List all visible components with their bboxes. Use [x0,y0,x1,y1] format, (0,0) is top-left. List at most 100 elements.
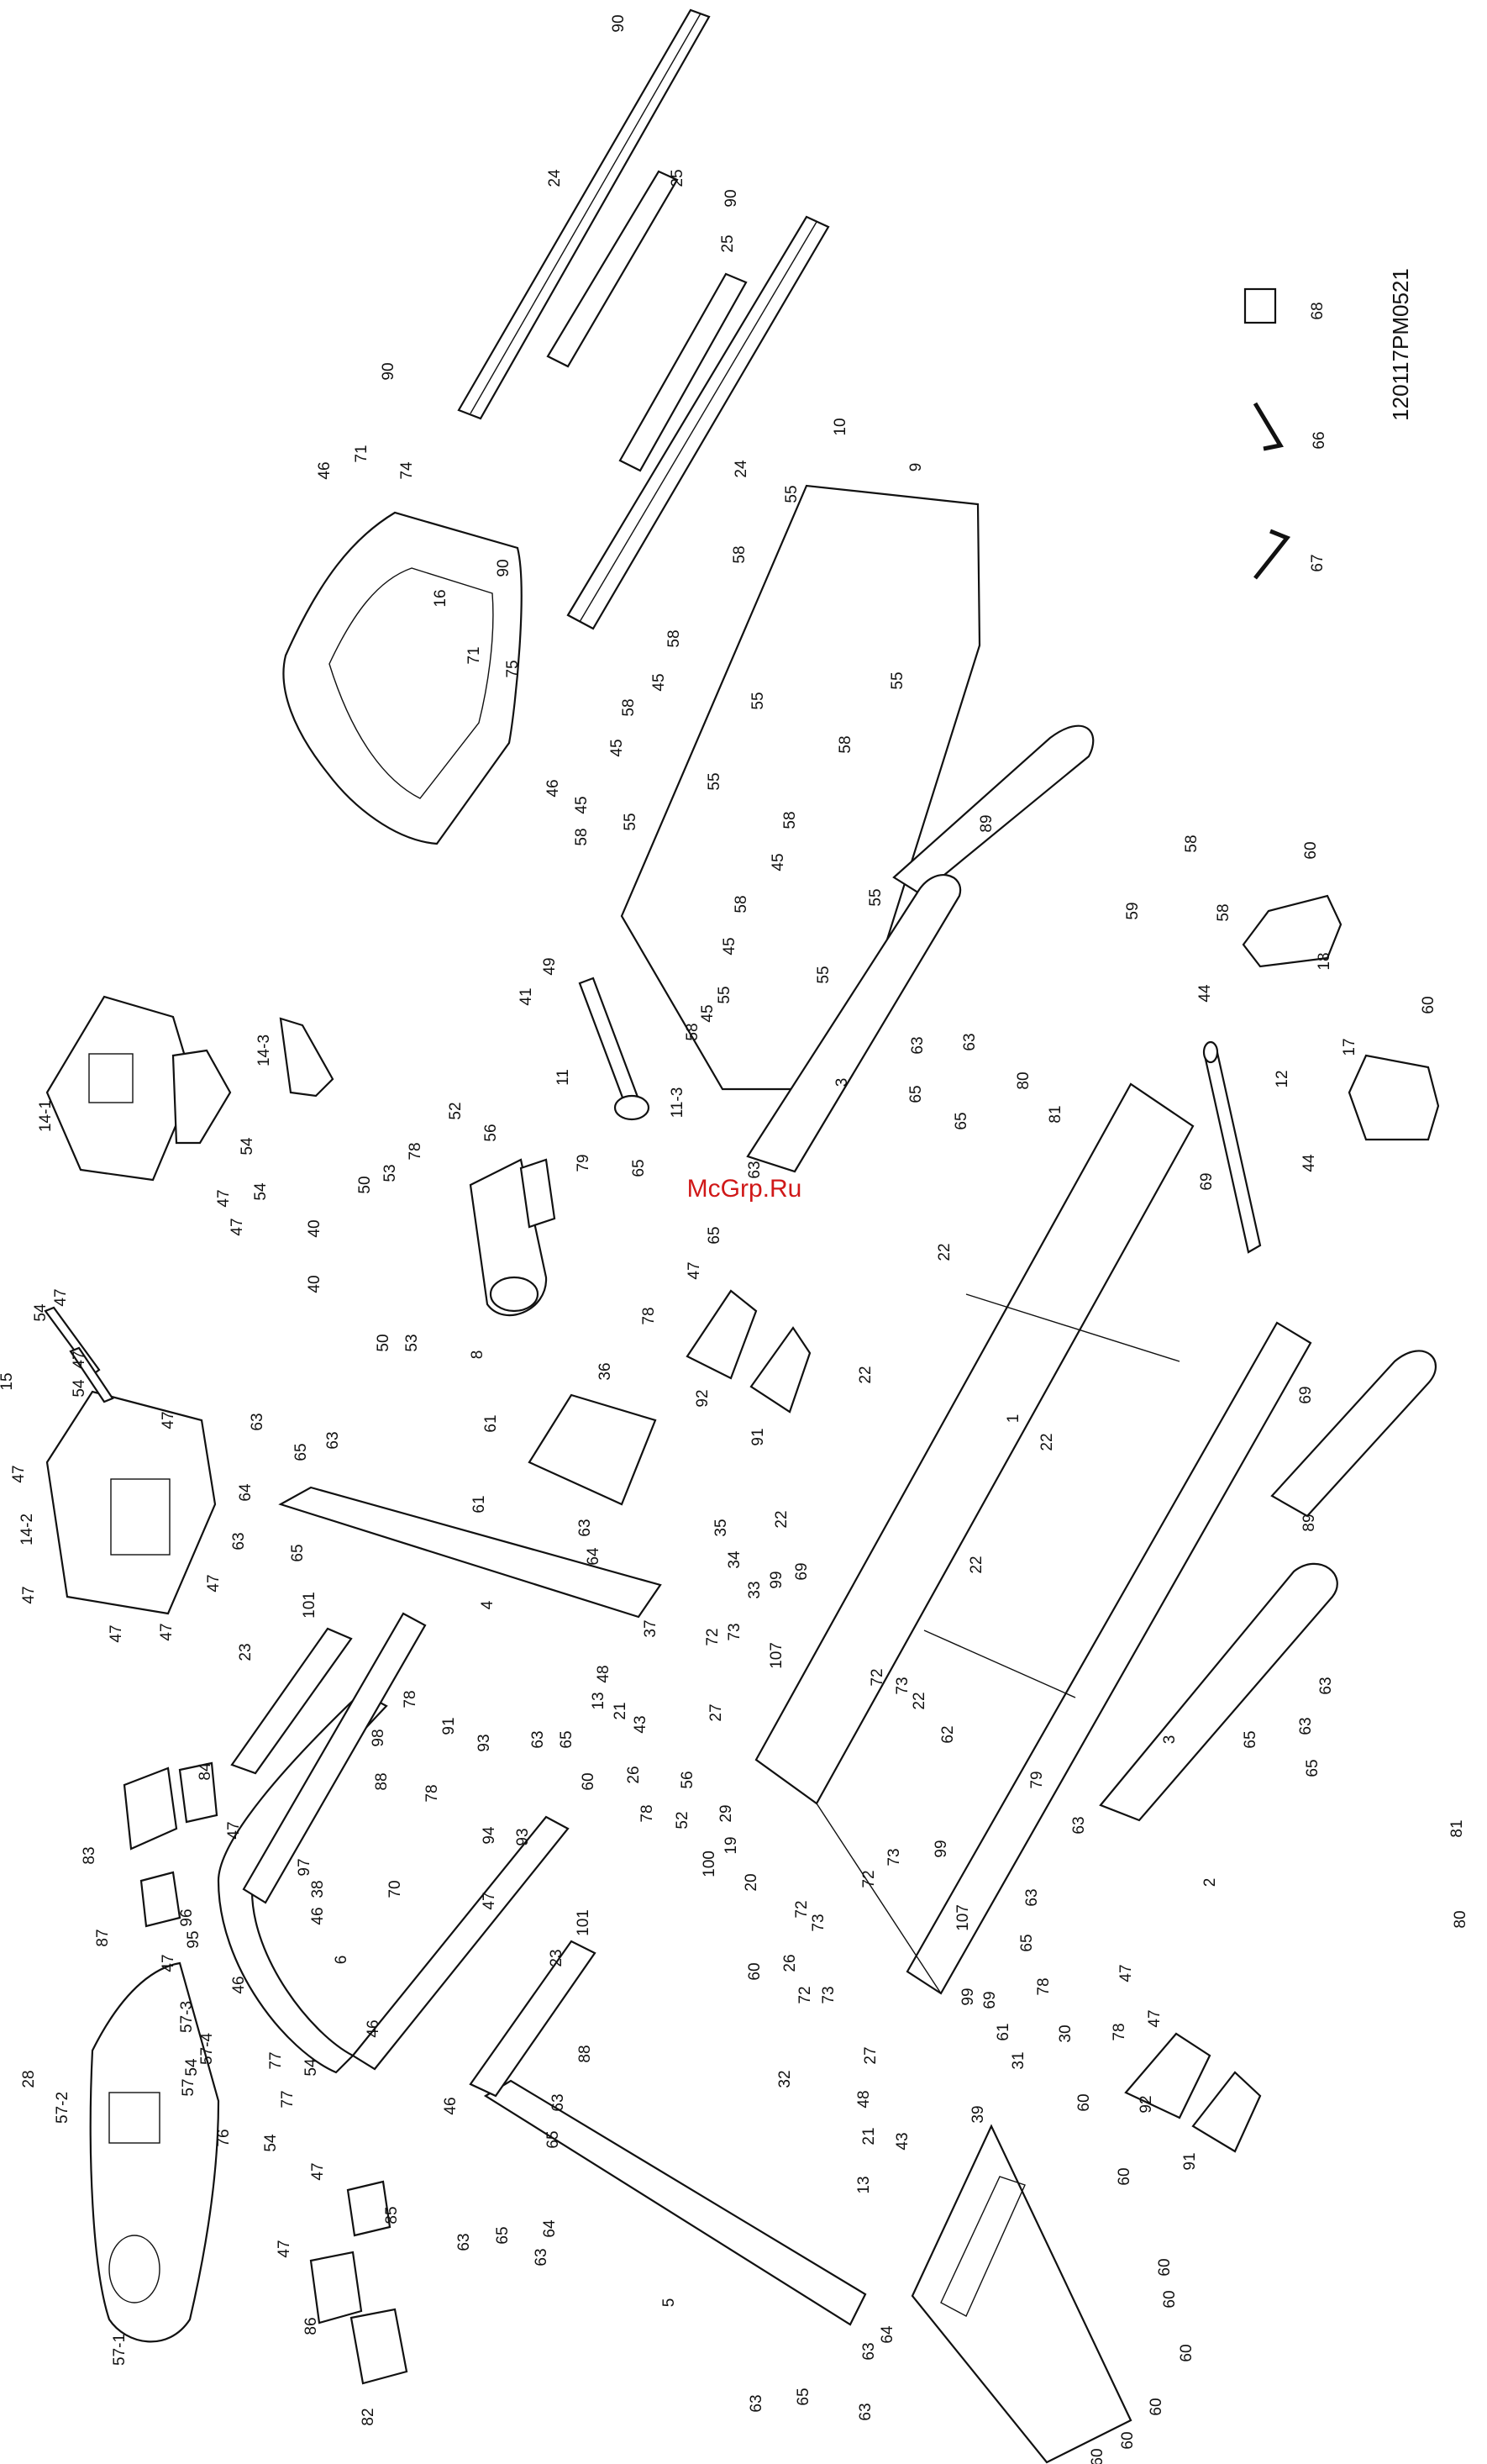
front-roller [578,977,650,1121]
part-label: 62 [939,1725,957,1743]
part-label: 65 [544,2130,562,2148]
part-label: 82 [360,2408,377,2425]
part-label: 21 [860,2127,878,2145]
console-tray-14-3 [279,1017,334,1098]
part-label: 60 [1119,2431,1137,2449]
part-label: 85 [383,2206,401,2224]
upright-front-left [1099,1562,1338,1822]
part-label: 44 [1196,984,1214,1003]
part-label: 99 [768,1571,786,1588]
part-label: 64 [879,2325,896,2344]
part-label: 14-3 [255,1035,273,1066]
part-label: 64 [541,2219,559,2238]
part-label: 65 [953,1112,970,1129]
part-label: 47 [229,1218,246,1235]
part-label: 20 [743,1873,760,1891]
upright-front-right [1270,1350,1437,1518]
part-label: 83 [81,1846,98,1864]
part-label: 46 [442,2097,460,2114]
part-label: 9 [907,463,925,472]
part-label: 101 [301,1592,318,1619]
part-label: 58 [665,629,683,647]
part-label: 17 [1341,1038,1358,1056]
part-label: 46 [230,1976,248,1993]
part-label: 95 [185,1930,202,1948]
part-label: 72 [860,1870,878,1887]
part-label: 23 [548,1949,565,1966]
part-label: 88 [576,2045,594,2062]
part-label: 74 [398,461,416,480]
tools [1243,287,1291,580]
part-label: 47 [10,1465,28,1482]
part-label: 77 [267,2051,285,2069]
handrail-cover-23b [469,1940,596,2098]
part-label: 65 [907,1085,925,1103]
part-label: 78 [640,1307,658,1324]
part-label: 1 [1005,1414,1022,1424]
part-label: 22 [773,1510,791,1528]
part-label: 65 [706,1226,723,1244]
part-label: 55 [889,671,906,689]
part-label: 3 [1161,1735,1179,1745]
part-label: 46 [544,779,562,797]
part-label: 72 [869,1668,886,1686]
part-label: 13 [855,2176,873,2193]
console-upper [45,995,232,1182]
front-console-57-1 [89,1961,220,2343]
part-label: 56 [679,1771,696,1788]
part-label: 54 [302,2058,320,2077]
part-label: 14-1 [37,1100,55,1132]
part-label: 47 [160,1954,177,1972]
part-label: 58 [733,895,750,913]
part-label: 61 [482,1414,500,1432]
part-label: 46 [365,2019,382,2037]
part-label: 54 [32,1303,50,1322]
part-label: 46 [309,1907,327,1924]
part-label: 46 [316,461,334,479]
part-label: 91 [440,1717,458,1735]
part-label: 48 [855,2090,873,2108]
part-label: 43 [894,2132,912,2150]
part-label: 47 [225,1821,243,1839]
guard-92-upper [686,1289,758,1380]
part-label: 52 [674,1811,691,1829]
part-label: 45 [721,937,738,955]
part-label: 63 [1297,1717,1315,1735]
part-label: 88 [373,1772,391,1790]
part-label: 19 [722,1836,740,1854]
part-label: 54 [262,2134,280,2152]
part-label: 63 [748,2394,765,2412]
part-label: 52 [447,1102,465,1119]
part-label: 11-3 [669,1087,686,1119]
rail-strip-upper [546,170,679,368]
part-label: 25 [719,234,737,252]
part-label: 47 [20,1586,38,1603]
side-rail-lower [566,215,830,630]
part-label: 25 [669,169,686,187]
part-label: 58 [1183,834,1201,852]
part-label: 60 [1420,996,1437,1014]
part-label: 63 [455,2233,473,2251]
part-label: 86 [302,2317,320,2335]
upright-tube-5 [483,2079,867,2326]
part-label: 58 [781,811,799,829]
part-label: 47 [686,1261,703,1279]
part-label: 47 [276,2240,293,2257]
part-label: 65 [795,2388,812,2405]
part-label: 43 [632,1715,649,1733]
part-label: 73 [726,1623,744,1640]
part-label: 47 [215,1189,233,1207]
part-label: 73 [885,1848,903,1866]
part-label: 28 [20,2070,38,2088]
part-label: 12 [1274,1070,1291,1087]
part-label: 55 [867,888,885,906]
part-label: 63 [1023,1888,1041,1906]
drawing-number: 120117PM0521 [1388,268,1413,421]
part-label: 92 [1138,2095,1155,2113]
part-label: 89 [1300,1514,1318,1531]
part-label: 81 [1448,1819,1466,1837]
motor-hood [282,511,523,845]
part-label: 55 [749,692,767,709]
part-label: 11 [554,1069,572,1086]
part-label: 96 [178,1909,196,1926]
